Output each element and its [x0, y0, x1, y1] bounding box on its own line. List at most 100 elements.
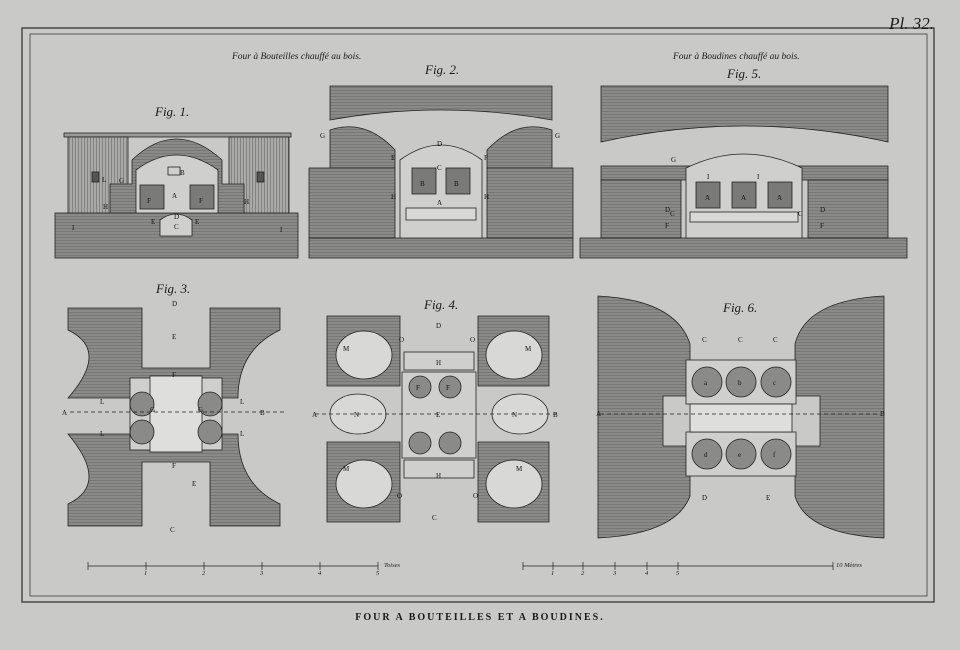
svg-text:E: E	[192, 480, 196, 488]
svg-text:H: H	[484, 193, 489, 201]
scale-right-unit: 10 Mètres	[836, 562, 862, 569]
svg-text:b: b	[738, 379, 742, 387]
svg-text:H: H	[391, 193, 396, 201]
svg-text:L: L	[240, 398, 244, 406]
svg-text:F: F	[416, 384, 420, 392]
svg-text:E: E	[195, 218, 199, 226]
fig2-drawing	[308, 85, 574, 259]
scale-left-tick-1: 1	[144, 570, 148, 577]
svg-text:H: H	[436, 472, 441, 480]
fig5-label: Fig. 5.	[727, 66, 762, 81]
svg-text:G: G	[198, 406, 203, 414]
svg-text:M: M	[343, 345, 350, 353]
scale-left-tick-2: 2	[202, 570, 206, 577]
svg-text:M: M	[516, 465, 523, 473]
scale-left-tick-4: 4	[318, 570, 322, 577]
svg-text:G: G	[555, 132, 560, 140]
svg-text:a: a	[704, 379, 708, 387]
svg-text:B: B	[454, 180, 459, 188]
svg-text:E: E	[172, 333, 176, 341]
scale-right-tick-5: 5	[676, 570, 680, 577]
svg-text:C: C	[773, 336, 778, 344]
plate-title: FOUR A BOUTEILLES ET A BOUDINES.	[355, 612, 605, 623]
svg-text:C: C	[437, 164, 442, 172]
scale-right-tick-3: 3	[613, 570, 617, 577]
svg-text:E: E	[151, 218, 155, 226]
scale-bar-right	[522, 562, 834, 570]
svg-text:A: A	[62, 409, 67, 417]
svg-text:N: N	[512, 411, 517, 419]
svg-text:e: e	[738, 451, 741, 459]
svg-text:L: L	[240, 430, 244, 438]
svg-text:N: N	[354, 411, 359, 419]
fig1-drawing	[54, 132, 299, 259]
svg-text:B: B	[420, 180, 425, 188]
svg-text:G: G	[150, 406, 155, 414]
svg-text:A: A	[777, 194, 782, 202]
svg-text:B: B	[180, 169, 185, 177]
svg-text:O: O	[473, 492, 478, 500]
svg-text:G: G	[119, 177, 124, 185]
svg-text:C: C	[702, 336, 707, 344]
svg-text:A: A	[705, 194, 710, 202]
svg-text:F: F	[172, 371, 176, 379]
svg-text:H: H	[436, 359, 441, 367]
svg-text:B: B	[260, 409, 265, 417]
svg-text:B: B	[553, 411, 558, 419]
fig3-label: Fig. 3.	[156, 281, 191, 296]
svg-text:A: A	[596, 410, 601, 418]
svg-text:I: I	[72, 224, 75, 232]
fig4-drawing	[315, 315, 560, 523]
svg-text:C: C	[432, 514, 437, 522]
svg-text:D: D	[665, 206, 670, 214]
svg-text:D: D	[172, 300, 177, 308]
plate-number: Pl. 32.	[889, 14, 934, 33]
svg-text:D: D	[820, 206, 825, 214]
svg-text:G: G	[320, 132, 325, 140]
svg-text:F: F	[446, 384, 450, 392]
svg-text:O: O	[399, 336, 404, 344]
svg-text:D: D	[174, 213, 179, 221]
svg-text:F: F	[147, 197, 151, 205]
svg-text:O: O	[397, 492, 402, 500]
svg-text:L: L	[100, 398, 104, 406]
svg-text:A: A	[312, 411, 317, 419]
svg-text:G: G	[671, 156, 676, 164]
svg-text:C: C	[670, 210, 675, 218]
fig1-label: Fig. 1.	[155, 104, 190, 119]
svg-text:E: E	[391, 154, 395, 162]
svg-text:I: I	[280, 226, 283, 234]
svg-text:A: A	[437, 199, 442, 207]
svg-text:H: H	[103, 203, 108, 211]
svg-text:C: C	[170, 526, 175, 534]
fig2-label: Fig. 2.	[425, 62, 460, 77]
caption-bottle-furnace: Four à Bouteilles chauffé au bois.	[232, 52, 362, 62]
svg-text:F: F	[665, 222, 669, 230]
svg-text:c: c	[773, 379, 776, 387]
svg-text:C: C	[798, 210, 803, 218]
scale-right-tick-4: 4	[645, 570, 649, 577]
scale-left-tick-3: 3	[260, 570, 264, 577]
scale-bar-left	[87, 562, 379, 570]
svg-text:L: L	[102, 176, 106, 184]
scale-right-tick-1: 1	[551, 570, 555, 577]
fig4-label: Fig. 4.	[424, 297, 459, 312]
svg-text:D: D	[437, 140, 442, 148]
svg-text:E: E	[436, 411, 440, 419]
svg-text:I: I	[707, 173, 710, 181]
fig3-drawing	[67, 307, 285, 527]
svg-text:F: F	[199, 197, 203, 205]
svg-text:B: B	[880, 410, 885, 418]
svg-text:E: E	[766, 494, 770, 502]
caption-cylinder-furnace: Four à Boudines chauffé au bois.	[673, 52, 800, 62]
svg-text:D: D	[702, 494, 707, 502]
svg-text:M: M	[343, 465, 350, 473]
svg-text:D: D	[436, 322, 441, 330]
